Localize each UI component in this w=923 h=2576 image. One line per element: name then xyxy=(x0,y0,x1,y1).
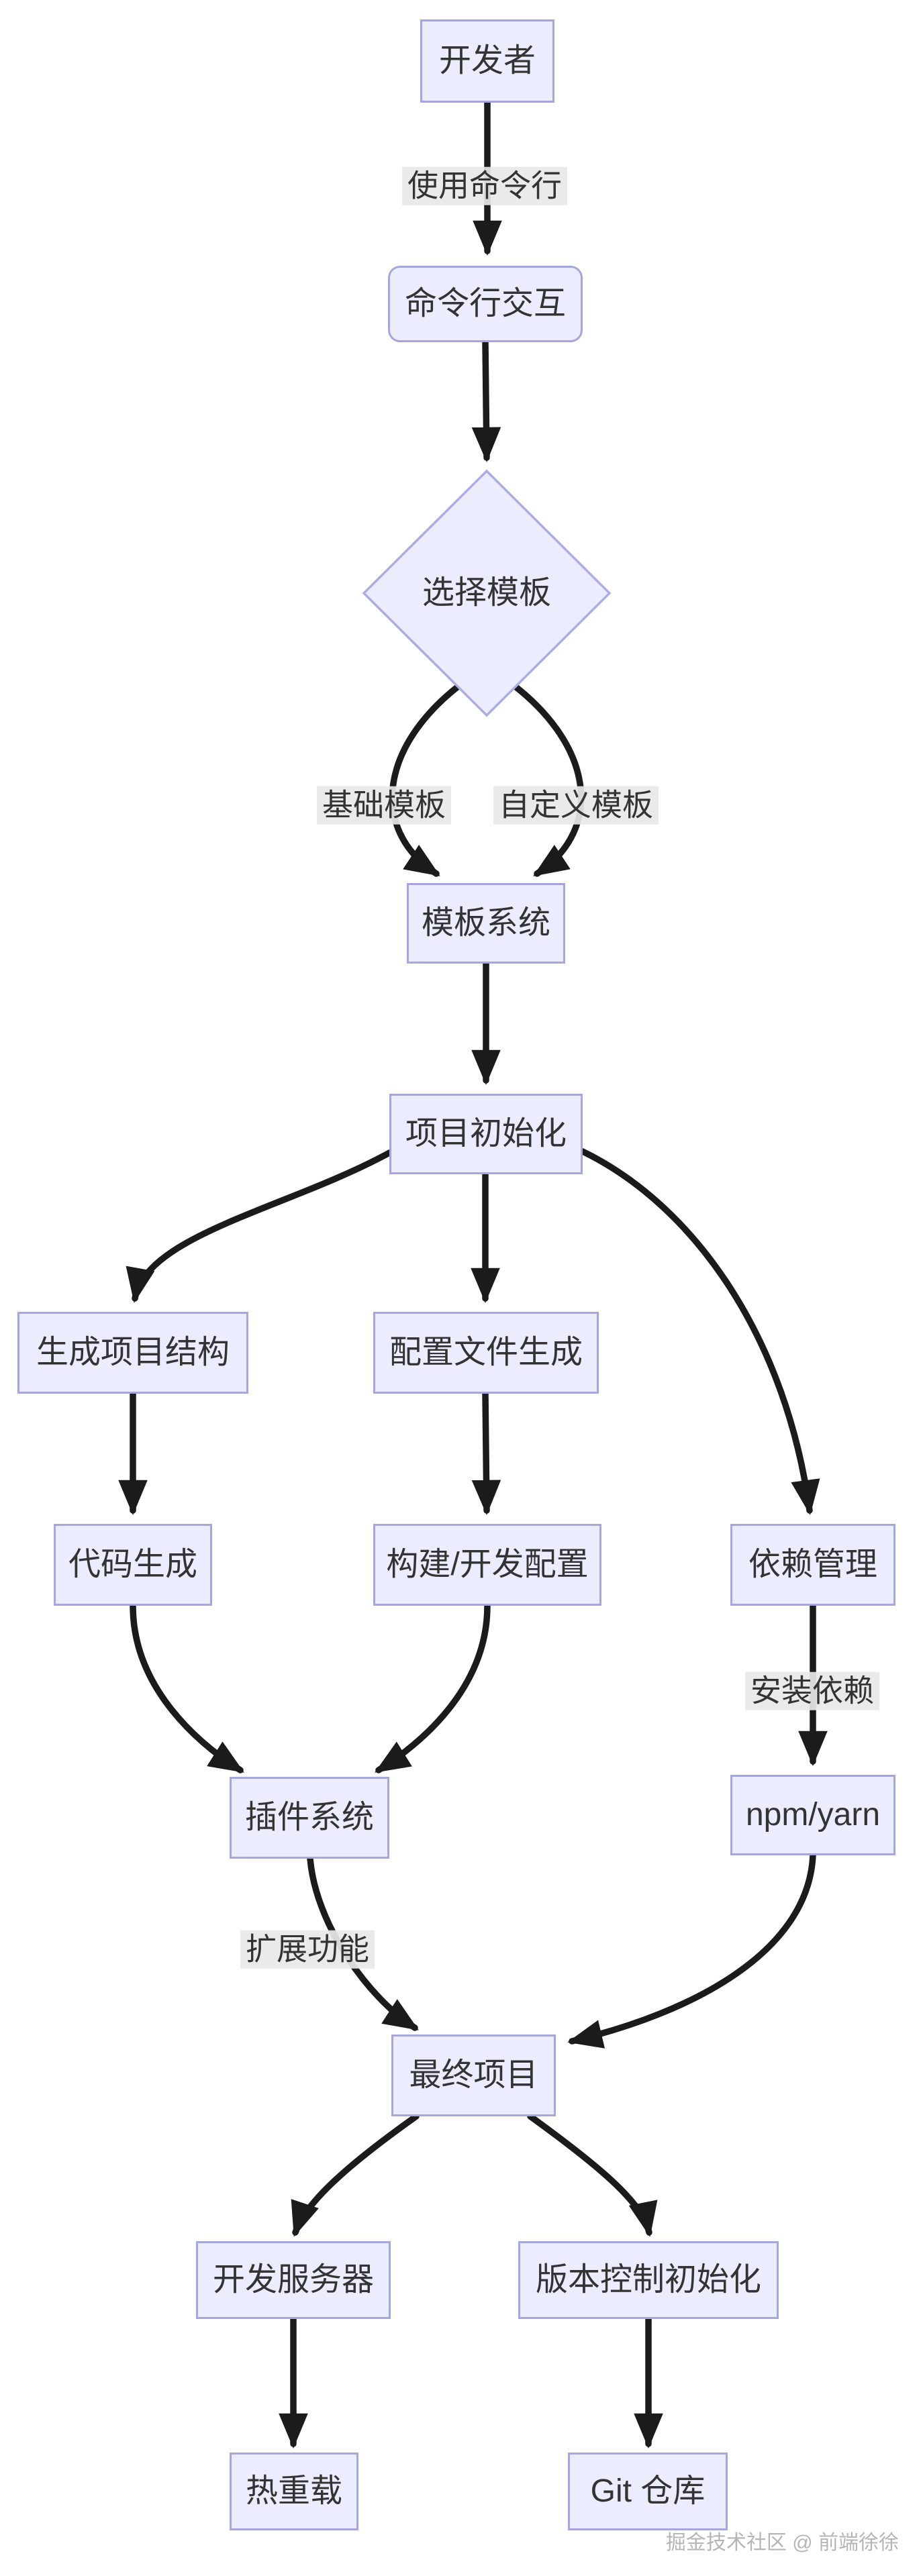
node-choose-template-shape xyxy=(362,469,612,717)
node-plugin-system: 插件系统 xyxy=(230,1777,389,1859)
edge-config-gen-to-build-dev-config xyxy=(471,1390,501,1515)
node-template-system: 模板系统 xyxy=(407,883,565,964)
node-dev-server: 开发服务器 xyxy=(196,2241,391,2319)
edge-label-extend-features: 扩展功能 xyxy=(240,1930,375,1969)
node-code-generation: 代码生成 xyxy=(54,1524,212,1606)
node-config-file-generation: 配置文件生成 xyxy=(373,1312,599,1394)
node-choose-template-label: 选择模板 xyxy=(422,575,551,611)
node-cli-interaction: 命令行交互 xyxy=(388,266,583,342)
node-dependency-management: 依赖管理 xyxy=(730,1524,895,1606)
edge-project-init-to-gen-structure xyxy=(126,1149,393,1303)
edge-final-project-to-dev-server xyxy=(291,2113,420,2237)
edge-cli-to-choose-template xyxy=(471,339,501,462)
edge-label-basic-template: 基础模板 xyxy=(317,786,451,825)
edge-label-custom-template: 自定义模板 xyxy=(493,786,659,825)
edge-choose-template-to-template-system-basic xyxy=(389,674,473,877)
node-build-dev-config: 构建/开发配置 xyxy=(373,1524,601,1606)
edge-build-dev-config-to-plugin-system xyxy=(375,1602,491,1773)
watermark: 掘金技术社区 @ 前端徐徐 xyxy=(665,2532,899,2554)
edge-npm-yarn-to-final-project xyxy=(567,1852,816,2049)
node-npm-yarn: npm/yarn xyxy=(730,1775,895,1855)
node-final-project: 最终项目 xyxy=(391,2034,556,2116)
node-project-init: 项目初始化 xyxy=(389,1094,583,1174)
node-generate-structure: 生成项目结构 xyxy=(17,1312,248,1394)
edge-code-gen-to-plugin-system xyxy=(130,1602,244,1773)
edge-project-init-to-dep-mgmt xyxy=(579,1148,820,1515)
node-git-repo: Git 仓库 xyxy=(568,2453,728,2530)
node-developer: 开发者 xyxy=(420,19,554,103)
edge-final-project-to-version-control xyxy=(527,2113,658,2237)
node-hot-reload: 热重载 xyxy=(230,2453,358,2530)
node-version-control-init: 版本控制初始化 xyxy=(518,2241,779,2319)
edge-label-use-cli: 使用命令行 xyxy=(402,166,567,205)
edge-label-install-deps: 安装依赖 xyxy=(745,1671,879,1710)
edge-choose-template-to-template-system-custom xyxy=(500,674,585,877)
